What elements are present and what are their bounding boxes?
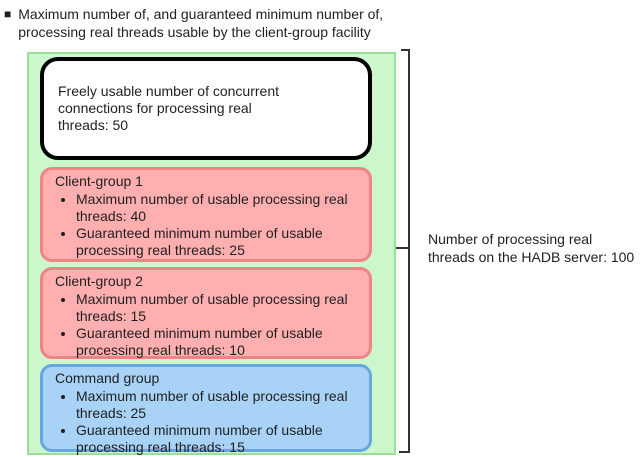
diagram-title: ■ Maximum number of, and guaranteed mini… bbox=[4, 5, 383, 41]
list-item: Maximum number of usable processing real… bbox=[76, 291, 361, 325]
free-threads-box: Freely usable number of concurrent conne… bbox=[40, 57, 372, 160]
client-group-2-title: Client-group 2 bbox=[55, 273, 143, 289]
list-item: Maximum number of usable processing real… bbox=[76, 388, 361, 422]
free-threads-text: Freely usable number of concurrent conne… bbox=[58, 83, 279, 133]
diagram-title-text: Maximum number of, and guaranteed minimu… bbox=[18, 5, 383, 41]
list-item: Guaranteed minimum number of usable proc… bbox=[76, 422, 361, 456]
bracket-tick-middle bbox=[396, 247, 410, 249]
command-group-title: Command group bbox=[55, 370, 160, 386]
bracket-label-line1: Number of processing real bbox=[428, 231, 593, 247]
bracket-label: Number of processing real threads on the… bbox=[428, 231, 634, 266]
client-group-2-box: Client-group 2 Maximum number of usable … bbox=[40, 267, 372, 359]
bracket-tick-top bbox=[401, 49, 410, 51]
bracket-line bbox=[408, 49, 410, 453]
diagram-title-line2: processing real threads usable by the cl… bbox=[18, 24, 371, 40]
list-item: Maximum number of usable processing real… bbox=[76, 191, 361, 225]
square-bullet-icon: ■ bbox=[4, 7, 12, 21]
bracket-tick-bottom bbox=[399, 451, 410, 453]
command-group-box: Command group Maximum number of usable p… bbox=[40, 364, 372, 455]
diagram-title-line1: Maximum number of, and guaranteed minimu… bbox=[18, 6, 384, 22]
client-group-2-list: Maximum number of usable processing real… bbox=[55, 291, 361, 359]
command-group-list: Maximum number of usable processing real… bbox=[55, 388, 361, 456]
client-group-1-list: Maximum number of usable processing real… bbox=[55, 191, 361, 259]
client-group-1-box: Client-group 1 Maximum number of usable … bbox=[40, 167, 372, 262]
bracket-label-line2: threads on the HADB server: 100 bbox=[428, 248, 635, 265]
list-item: Guaranteed minimum number of usable proc… bbox=[76, 225, 361, 259]
client-group-1-title: Client-group 1 bbox=[55, 173, 143, 189]
list-item: Guaranteed minimum number of usable proc… bbox=[76, 325, 361, 359]
